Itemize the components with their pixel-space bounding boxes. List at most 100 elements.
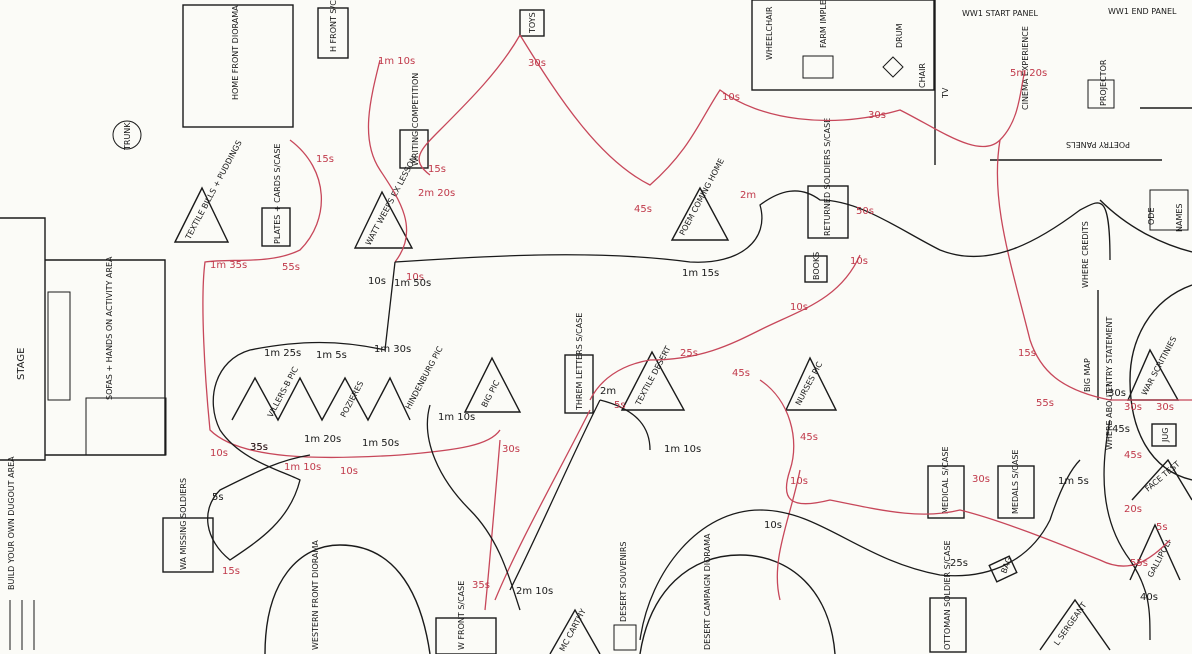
timing-label: 1m 10s [438, 412, 475, 423]
timing-label: 35s [250, 442, 268, 453]
timing-label: 30s [1108, 388, 1126, 399]
timing-label: 45s [800, 432, 818, 443]
timing-label: 30s [1156, 402, 1174, 413]
desert-souvenirs-label: DESERT SOUVENIRS [619, 542, 628, 623]
timing-label: 1m 25s [264, 348, 301, 359]
timing-label: 15s [1018, 348, 1036, 359]
timing-label: 45s [1124, 450, 1142, 461]
home-front-label: HOME FRONT DIORAMA [231, 5, 240, 100]
timing-label: 1m 30s [374, 344, 411, 355]
chair-label: CHAIR [918, 63, 927, 88]
timing-label: 1m 35s [210, 260, 247, 271]
bag-label: BAG [999, 556, 1013, 575]
timing-label: 15s [316, 154, 334, 165]
front-scase-label: H FRONT S/CASE [329, 0, 338, 52]
black-timings: 5s 1m 15s 10s 1m 50s 1m 25s 1m 5s 1m 30s… [212, 268, 1158, 603]
where-credits-label: WHERE CREDITS [1081, 221, 1090, 288]
build-dugout-label: BUILD YOUR OWN DUGOUT AREA [7, 456, 16, 590]
ww1-end-label: WW1 END PANEL [1108, 7, 1177, 16]
poem-label: POEM COMING HOME [678, 157, 726, 237]
books-label: BOOKS [812, 252, 821, 280]
face-test-label: FACE TEST [1144, 459, 1182, 493]
desert-campaign-diorama [639, 554, 836, 654]
timing-label: 10s [790, 476, 808, 487]
western-front-label: WESTERN FRONT DIORAMA [311, 540, 320, 650]
timing-label: 1m 5s [316, 350, 347, 361]
timing-label: 1m 5s [1058, 476, 1089, 487]
watt-weeps-label: WATT WEEPS EX LESSON [364, 154, 419, 247]
tv-label: TV [941, 87, 950, 99]
timing-label: 55s [282, 262, 300, 273]
timing-label: 55s [1130, 558, 1148, 569]
timing-label: 30s [1124, 402, 1142, 413]
timing-label: 40s [1140, 592, 1158, 603]
gallipoli-label: GALLIPOLI [1146, 539, 1173, 579]
poetry-panels-label: POETRY PANELS [1066, 140, 1130, 149]
returned-label: RETURNED SOLDIERS S/CASE [823, 118, 832, 236]
medals-label: MEDALS S/CASE [1011, 450, 1020, 515]
timing-label: 25s [680, 348, 698, 359]
big-pic-label: BIG PIC [480, 378, 502, 409]
timing-label: 30s [972, 474, 990, 485]
timing-label: 30s [528, 58, 546, 69]
trunk-label: TRUNK [123, 122, 132, 151]
ww1-start-label: WW1 START PANEL [962, 9, 1039, 18]
timing-label: 1m 10s [378, 56, 415, 67]
timing-label: 30s [868, 110, 886, 121]
medical-label: MEDICAL S/CASE [941, 447, 950, 515]
timing-label: 1m 10s [664, 444, 701, 455]
names-label: NAMES [1175, 204, 1184, 233]
puddings-label: TEXTILE BILLS + PUDDINGS [183, 139, 243, 242]
timing-label: 5s [212, 492, 224, 503]
red-timings: 1m 10s 15s 15s 2m 20s 30s 45s 10s 30s 5m… [210, 56, 1174, 591]
timing-label: 5s [614, 400, 626, 411]
sofas-label: SOFAS + HANDS ON ACTIVITY AREA [105, 256, 114, 400]
ottoman-label: OTTOMAN SOLDIER S/CASE [943, 540, 952, 650]
timing-label: 10s [406, 272, 424, 283]
toys-label: TOYS [528, 12, 537, 34]
timing-label: 45s [732, 368, 750, 379]
red-visitor-path [202, 34, 1192, 611]
drum-label: DRUM [895, 23, 904, 48]
triangle-panels: TEXTILE BILLS + PUDDINGS WATT WEEPS EX L… [173, 139, 1192, 654]
timing-label: 35s [472, 580, 490, 591]
timing-label: 1m 10s [284, 462, 321, 473]
timing-label: 10s [722, 92, 740, 103]
timing-label: 50s [856, 206, 874, 217]
timing-label: 1m 20s [304, 434, 341, 445]
timing-label: 10s [790, 302, 808, 313]
timing-label: 2m 10s [516, 586, 553, 597]
black-visitor-path [207, 190, 1151, 641]
home-front-diorama: HOME FRONT DIORAMA [182, 4, 294, 128]
where-about-label: WHERE ABOUT ? [1105, 383, 1114, 450]
timing-label: 1m 50s [362, 438, 399, 449]
timing-label: 10s [368, 276, 386, 287]
timing-label: 5s [1156, 522, 1168, 533]
w-front-scase-label: W FRONT S/CASE [457, 581, 466, 650]
projector-label: PROJECTOR [1099, 59, 1108, 106]
timing-label: 30s [502, 444, 520, 455]
timing-label: 10s [764, 520, 782, 531]
timing-label: 15s [222, 566, 240, 577]
big-map-label: BIG MAP [1083, 358, 1092, 392]
timing-label: 45s [634, 204, 652, 215]
wa-scase-label: WA MISSING SOLDIERS [179, 478, 188, 570]
showcases: H FRONT S/CASE TOYS WRITING COMPETITION … [162, 0, 1177, 654]
timing-label: 25s [950, 558, 968, 569]
threm-label: THREM LETTERS S/CASE [575, 313, 584, 411]
timing-label: 10s [850, 256, 868, 267]
timing-label: 2m [740, 190, 756, 201]
entry-statement-label: ENTRY STATEMENT [1105, 317, 1114, 392]
timing-label: 35s [250, 442, 268, 453]
timing-label: 2m [600, 386, 616, 397]
timing-label: 10s [210, 448, 228, 459]
plates-label: PLATES + CARDS S/CASE [273, 144, 282, 245]
writing-label: WRITING COMPETITION [411, 73, 420, 166]
timing-label: 5m 20s [1010, 68, 1047, 79]
timing-label: 15s [428, 164, 446, 175]
timing-label: 20s [1124, 504, 1142, 515]
trunk-circle [112, 120, 142, 150]
projector-box [1087, 79, 1115, 109]
farm-label: FARM IMPLEMENTS [819, 0, 828, 48]
